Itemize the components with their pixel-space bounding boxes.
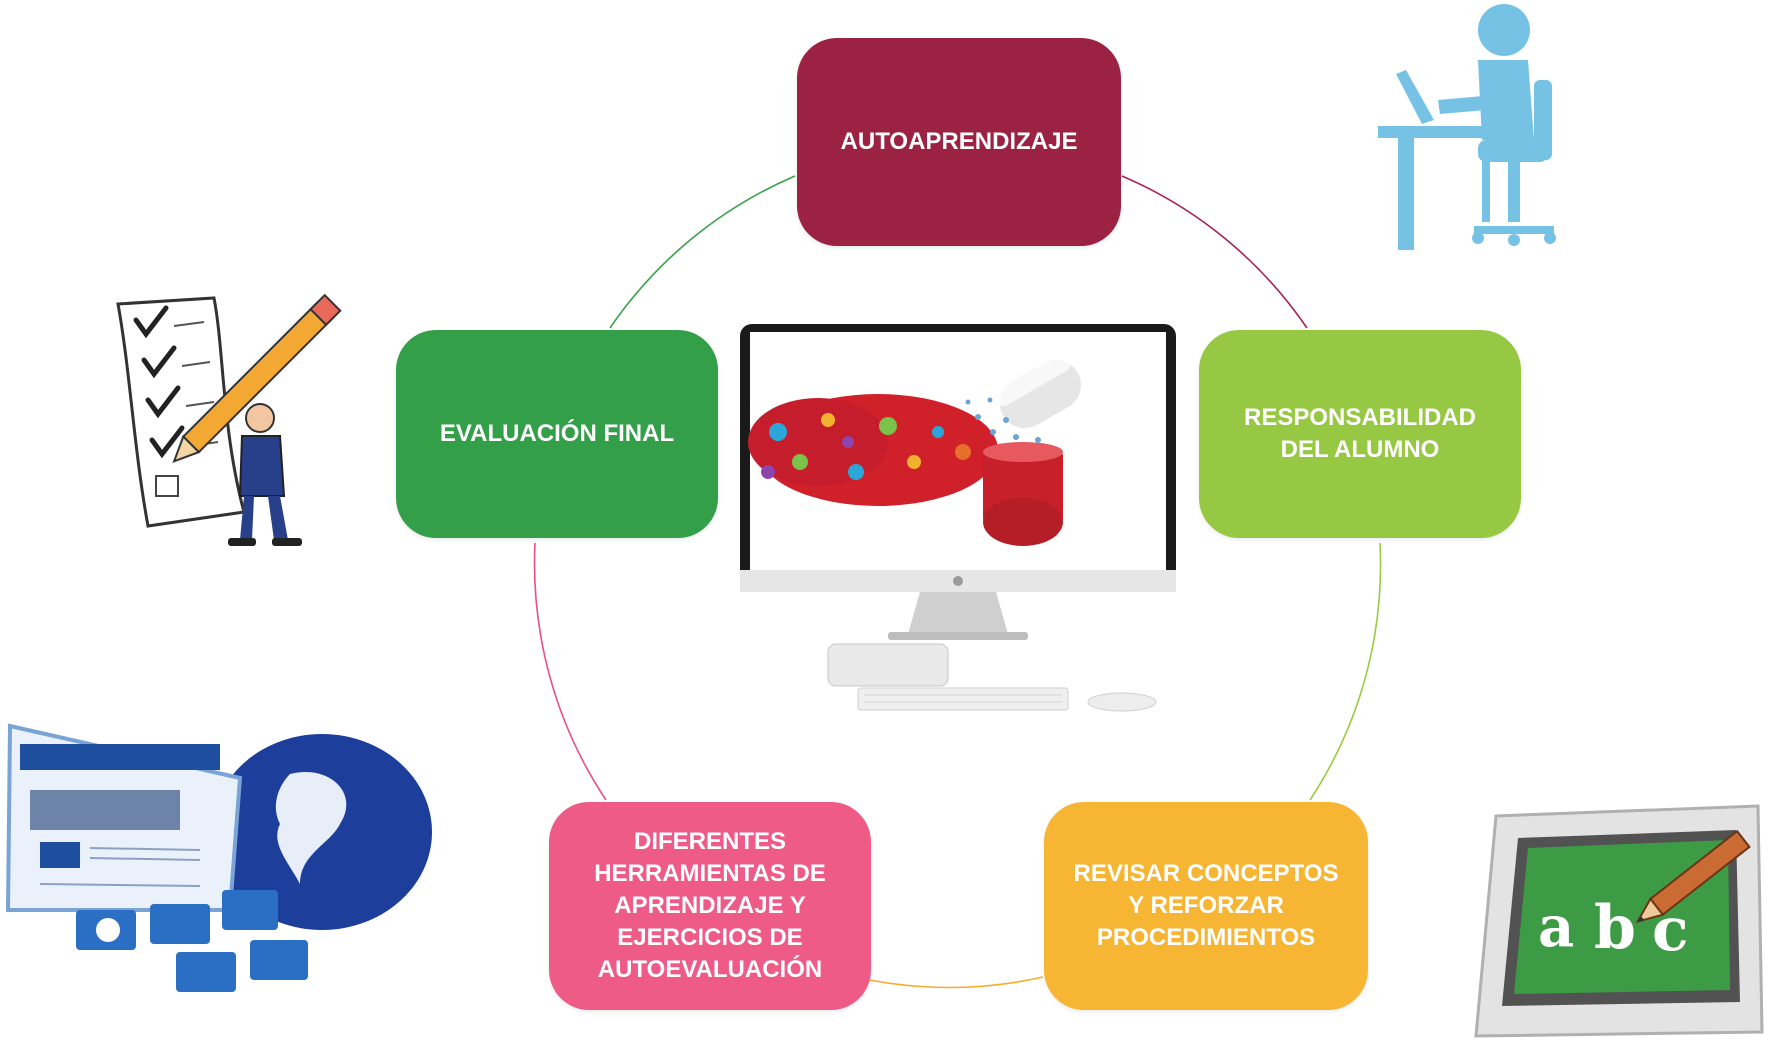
connector-revisar-herramientas (869, 976, 1044, 989)
responsabilidad-node[interactable]: RESPONSABILIDAD DEL ALUMNO (1199, 330, 1521, 538)
revisar-label: REVISAR CONCEPTOS Y REFORZAR PROCEDIMIEN… (1073, 860, 1339, 951)
person-at-desk-icon (1378, 4, 1556, 250)
autoaprendizaje-node[interactable]: AUTOAPRENDIZAJE (797, 38, 1121, 246)
svg-text:a: a (1538, 894, 1574, 960)
connector-autoaprendizaje-responsabilidad (1121, 175, 1308, 329)
bacteria-fist-icon (748, 394, 998, 506)
globe-web-page-icon (5, 723, 432, 992)
svg-text:b: b (1594, 893, 1636, 963)
autoaprendizaje-label: AUTOAPRENDIZAJE (840, 128, 1078, 155)
evaluacion-node[interactable]: EVALUACIÓN FINAL (396, 330, 718, 538)
herramientas-node[interactable]: DIFERENTES HERRAMIENTAS DE APRENDIZAJE Y… (549, 802, 871, 1010)
checklist-pencil-man-icon (116, 293, 342, 546)
herramientas-label: DIFERENTES HERRAMIENTAS DE APRENDIZAJE Y… (594, 828, 826, 983)
connector-evaluacion-autoaprendizaje (609, 175, 796, 329)
responsabilidad-label: RESPONSABILIDAD DEL ALUMNO (1243, 404, 1477, 463)
imac-illustration (740, 324, 1176, 712)
connector-herramientas-evaluacion (533, 542, 607, 801)
capsule-icon (965, 354, 1081, 546)
evaluacion-label: EVALUACIÓN FINAL (439, 420, 675, 447)
revisar-node[interactable]: REVISAR CONCEPTOS Y REFORZAR PROCEDIMIEN… (1044, 802, 1368, 1010)
abc-chalkboard-icon: a b c (1474, 804, 1764, 1038)
connector-responsabilidad-revisar (1309, 542, 1382, 801)
